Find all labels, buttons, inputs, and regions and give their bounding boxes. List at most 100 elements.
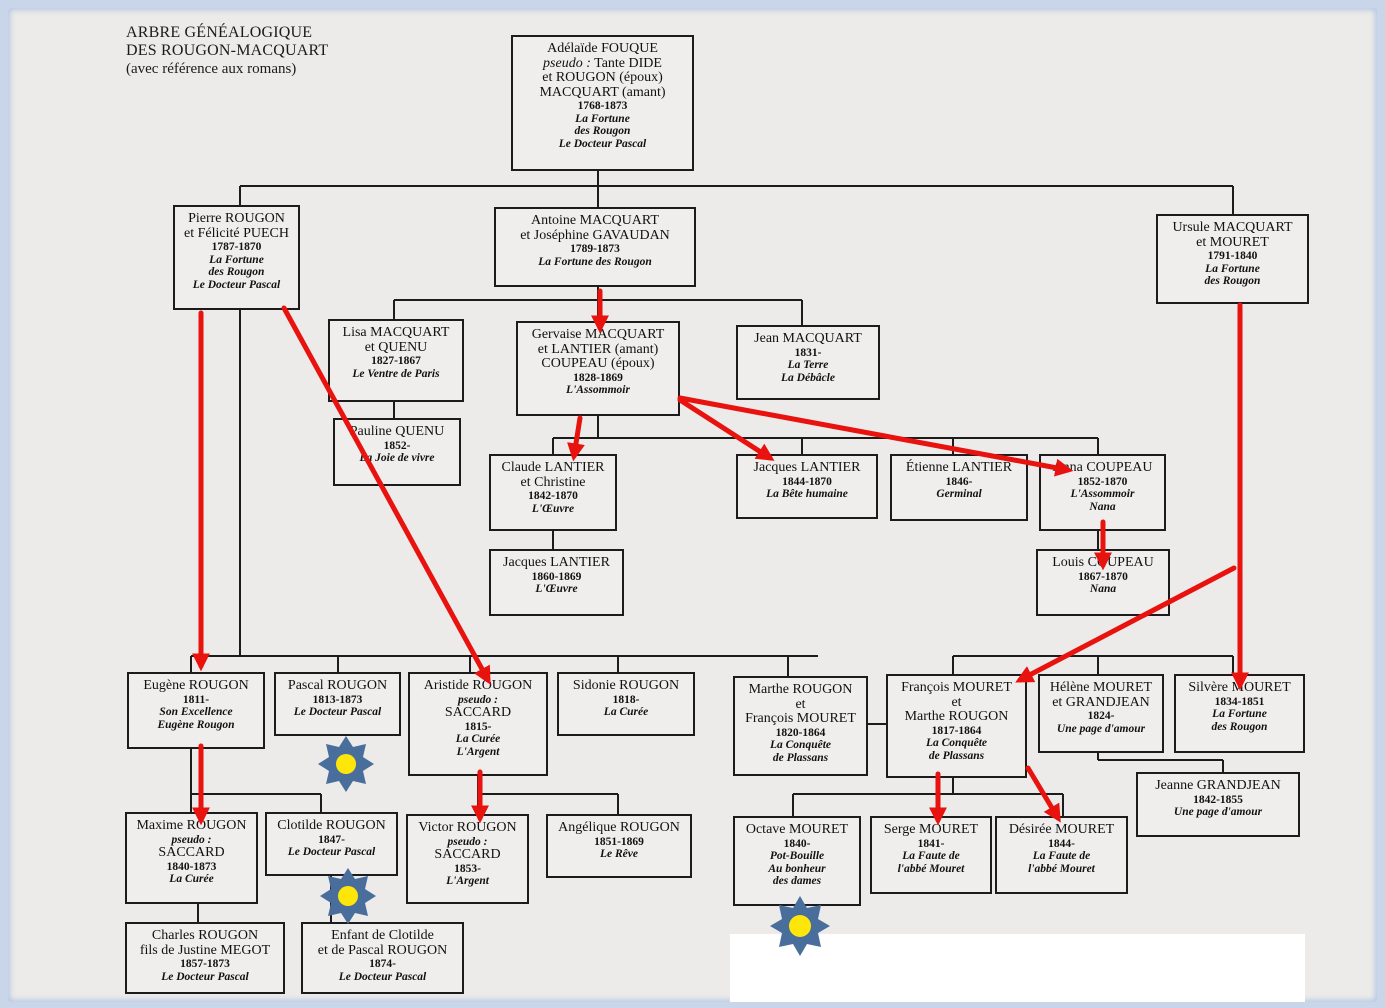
person-dates: 1842-1870 xyxy=(528,490,578,502)
person-alias: SACCARD xyxy=(444,705,512,720)
person-dates: 1844- xyxy=(1048,837,1075,850)
novel-title: La Conquête xyxy=(925,737,987,749)
person-name: Aristide ROUGON xyxy=(423,678,533,693)
novel-title: Son Excellence xyxy=(159,706,233,718)
person-name: Louis COUPEAU xyxy=(1052,555,1154,570)
pseudo-label: pseudo : xyxy=(447,835,488,848)
person-name: Gervaise MACQUART xyxy=(531,327,665,342)
person-box-charles-rougon: Charles ROUGON fils de Justine MEGOT 185… xyxy=(125,922,285,994)
person-parent: et de Pascal ROUGON xyxy=(317,942,448,958)
novel-title: Nana xyxy=(1089,500,1116,513)
person-name: Jacques LANTIER xyxy=(503,555,610,570)
novel-title: La Terre xyxy=(787,359,829,371)
novel-title: La Fortune des Rougon xyxy=(538,255,652,268)
novel-title: L'Œuvre xyxy=(531,502,575,515)
novel-title: Le Rêve xyxy=(600,848,638,860)
person-spouse: et Christine xyxy=(520,474,586,490)
person-dates: 1844-1870 xyxy=(782,475,832,488)
person-dates: 1852-1870 xyxy=(1077,475,1128,488)
person-dates: 1817-1864 xyxy=(931,724,982,737)
novel-title: La Faute de xyxy=(902,850,960,862)
alias-name: Tante DIDE xyxy=(590,55,662,71)
novel-title: l'abbé Mouret xyxy=(1028,862,1095,875)
person-name: Pascal ROUGON xyxy=(287,678,388,693)
person-box-lisa-macquart: Lisa MACQUART et QUENU 1827-1867 Le Vent… xyxy=(328,319,464,402)
novel-title: La Bête humaine xyxy=(766,488,848,500)
person-box-maxime-rougon: Maxime ROUGON pseudo : SACCARD 1840-1873… xyxy=(125,812,258,904)
person-name: Antoine MACQUART xyxy=(531,213,659,228)
person-spouse: François MOURET xyxy=(745,711,856,726)
person-name: Jeanne GRANDJEAN xyxy=(1155,778,1281,793)
novel-title: Le Docteur Pascal xyxy=(192,278,281,291)
person-name: Serge MOURET xyxy=(883,822,979,837)
novel-title: L'Assommoir xyxy=(566,384,630,396)
person-dates: 1820-1864 xyxy=(775,726,826,739)
novel-title: de Plassans xyxy=(928,749,985,762)
family-tree-document: ARBRE GÉNÉALOGIQUE DES ROUGON-MACQUART (… xyxy=(8,8,1377,1002)
person-dates: 1841- xyxy=(917,837,945,850)
person-spouse: et ROUGON (époux) xyxy=(542,70,663,85)
person-spouse: et Joséphine GAVAUDAN xyxy=(520,227,670,243)
person-box-francois-mouret: François MOURET et Marthe ROUGON 1817-18… xyxy=(886,674,1027,778)
novel-title: La Curée xyxy=(455,733,501,745)
person-dates: 1860-1869 xyxy=(531,570,582,583)
person-name: Charles ROUGON xyxy=(151,928,259,943)
person-name: Pauline QUENU xyxy=(349,424,445,439)
person-name: Pierre ROUGON xyxy=(188,211,285,226)
person-box-desiree-mouret: Désirée MOURET 1844- La Faute de l'abbé … xyxy=(995,816,1128,894)
person-dates: 1811- xyxy=(182,693,210,706)
person-dates: 1853- xyxy=(454,862,481,875)
person-name: Jean MACQUART xyxy=(754,331,862,346)
person-dates: 1847- xyxy=(318,833,345,846)
person-box-jean-macquart: Jean MACQUART 1831- La Terre La Débâcle xyxy=(736,325,880,400)
person-alias: SACCARD xyxy=(434,847,501,862)
person-box-claude-lantier: Claude LANTIER et Christine 1842-1870 L'… xyxy=(489,454,617,531)
novel-title: Le Docteur Pascal xyxy=(558,137,647,150)
person-name: Jacques LANTIER xyxy=(753,460,861,475)
person-spouse: et QUENU xyxy=(364,339,428,355)
novel-title: Au bonheur xyxy=(768,862,826,875)
novel-title: La Débâcle xyxy=(781,371,835,384)
person-spouse: Marthe ROUGON xyxy=(904,709,1009,724)
person-spouse: et GRANDJEAN xyxy=(1052,694,1150,710)
person-box-adelaide-fouque: Adélaïde FOUQUE pseudo : Tante DIDE et R… xyxy=(511,35,694,171)
novel-title: Le Docteur Pascal xyxy=(338,970,427,983)
person-name: Hélène MOURET xyxy=(1049,680,1153,695)
person-dates: 1789-1873 xyxy=(570,243,620,255)
person-name: Octave MOURET xyxy=(745,822,849,837)
person-name: Maxime ROUGON xyxy=(136,818,247,833)
person-name: Angélique ROUGON xyxy=(558,820,680,835)
person-box-angelique-rougon: Angélique ROUGON 1851-1869 Le Rêve xyxy=(546,814,692,878)
blank-label-area xyxy=(730,934,1305,1002)
person-dates: 1828-1869 xyxy=(573,371,623,384)
novel-title: Le Docteur Pascal xyxy=(293,706,382,718)
person-dates: 1831- xyxy=(794,346,822,359)
novel-title: Germinal xyxy=(936,488,982,500)
person-name: Eugène ROUGON xyxy=(143,678,249,693)
person-name: Étienne LANTIER xyxy=(905,460,1013,475)
novel-title: La Fortune xyxy=(575,112,630,125)
pseudo-label: pseudo : xyxy=(543,55,591,71)
novel-title: Pot-Bouille xyxy=(769,850,825,862)
novel-title: La Joie de vivre xyxy=(359,452,435,464)
person-alias: SACCARD xyxy=(158,845,225,860)
novel-title: Le Docteur Pascal xyxy=(161,970,249,983)
person-box-etienne-lantier: Étienne LANTIER 1846- Germinal xyxy=(890,454,1028,521)
novel-title: La Conquête xyxy=(769,739,831,751)
person-box-jacques-lantier: Jacques LANTIER 1844-1870 La Bête humain… xyxy=(736,454,878,519)
person-spouse: et Félicité PUECH xyxy=(184,225,289,241)
heading-title-line-1: ARBRE GÉNÉALOGIQUE xyxy=(126,24,313,41)
person-name: Enfant de Clotilde xyxy=(331,928,434,943)
person-name: Sidonie ROUGON xyxy=(572,678,680,693)
person-name: Victor ROUGON xyxy=(418,820,517,835)
person-name: Anna COUPEAU xyxy=(1052,460,1153,475)
person-box-clotilde-rougon: Clotilde ROUGON 1847- Le Docteur Pascal xyxy=(265,812,398,876)
novel-title: La Fortune xyxy=(1212,708,1267,720)
person-box-jeanne-grandjean: Jeanne GRANDJEAN 1842-1855 Une page d'am… xyxy=(1136,772,1300,837)
person-dates: 1840- xyxy=(783,837,811,850)
novel-title: des Rougon xyxy=(208,266,265,278)
person-dates: 1813-1873 xyxy=(312,693,363,706)
person-dates: 1787-1870 xyxy=(211,241,262,253)
novel-title: La Fortune xyxy=(1205,262,1260,275)
person-box-pierre-rougon: Pierre ROUGON et Félicité PUECH 1787-187… xyxy=(173,205,300,310)
